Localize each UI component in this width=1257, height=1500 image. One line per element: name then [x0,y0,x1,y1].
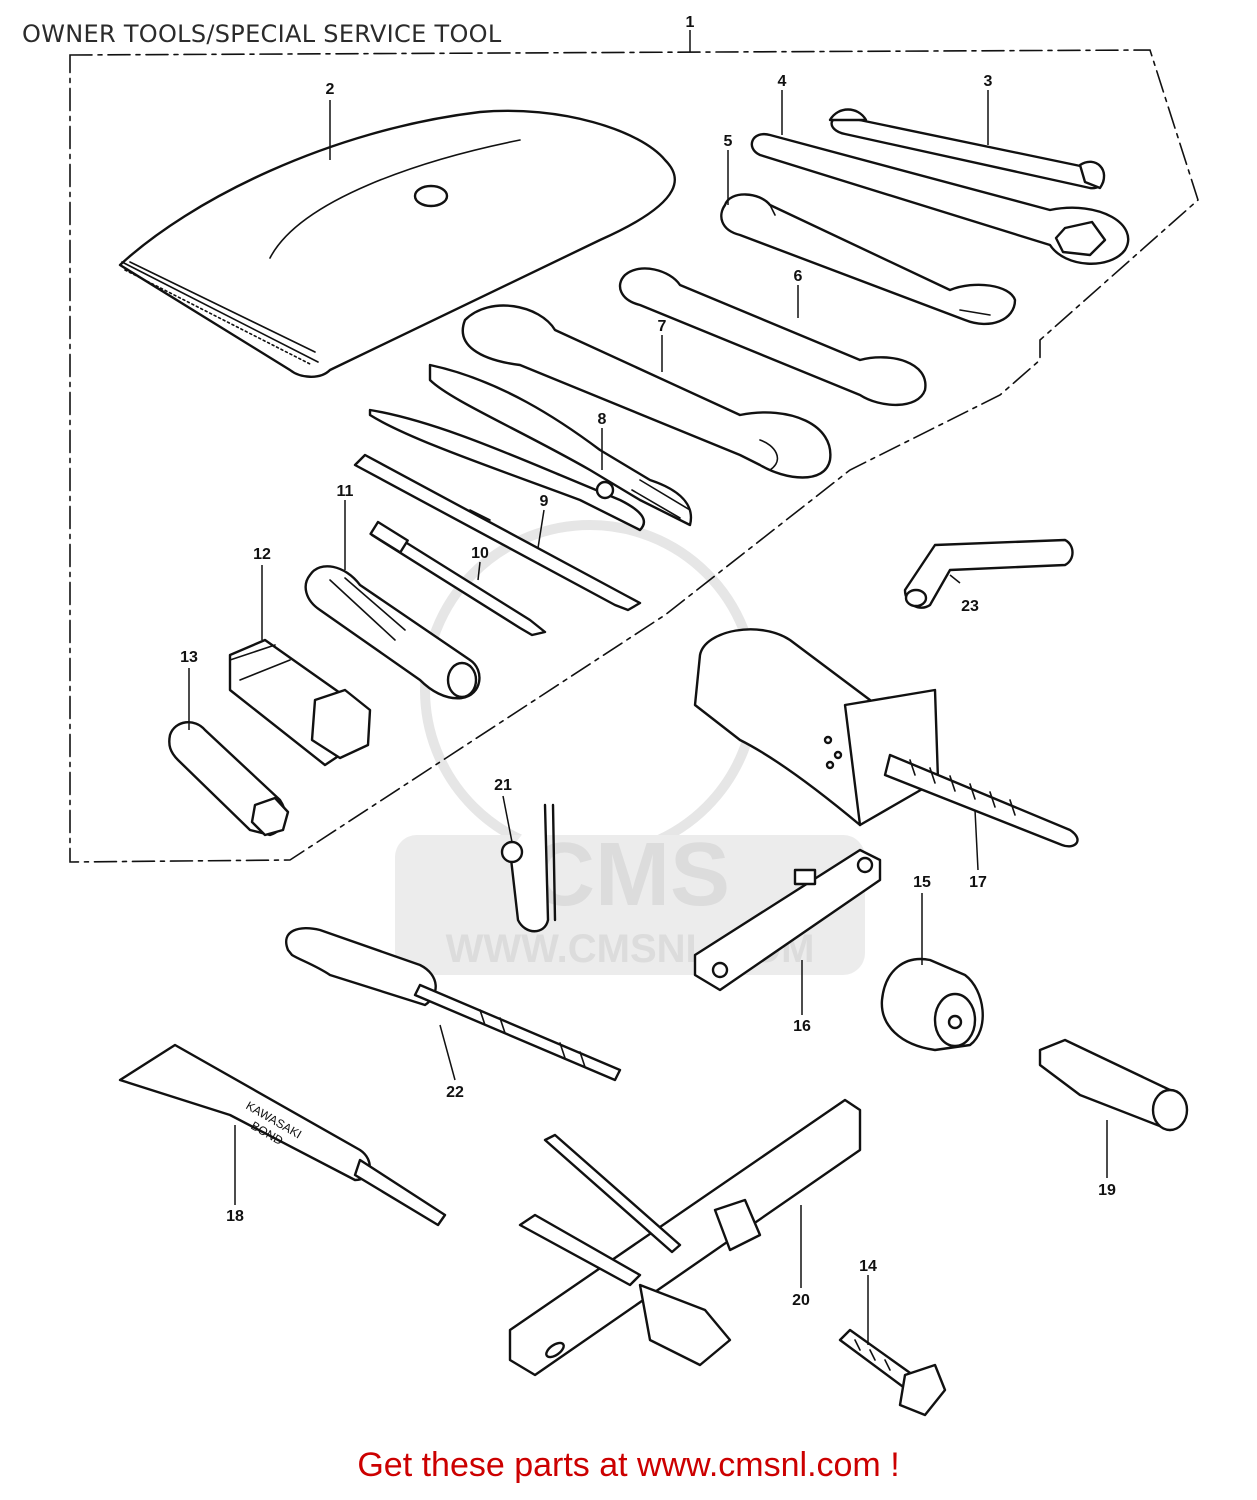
bolt [838,1328,947,1417]
callout-15: 15 [913,874,931,891]
wrench-small [828,108,1106,190]
callout-10: 10 [471,545,489,562]
bent-pipe [500,803,557,933]
holder-plate [693,848,882,992]
promo-footer-link[interactable]: Get these parts at www.cmsnl.com ! [357,1446,900,1484]
callout-1: 1 [686,14,695,31]
wrench-hex [750,132,1130,265]
watermark-brand: CMS [530,825,730,925]
callout-11: 11 [337,483,354,500]
wrench-6 [618,267,927,407]
wrench-large [461,304,832,479]
callout-18: 18 [226,1208,244,1225]
callout-labels: 1 2 3 4 5 6 7 8 9 10 11 12 13 14 15 16 1… [180,14,1116,1309]
hook-tool [285,927,622,1082]
bar-tool [508,1098,862,1377]
bushing [880,957,984,1052]
tube-wrench [168,721,290,837]
callout-23: 23 [961,598,979,615]
screwdriver-short [369,520,547,637]
wrench-double-open-5 [720,193,1017,326]
callout-19: 19 [1098,1182,1116,1199]
owner-tools-group-outline [69,49,1199,863]
callout-7: 7 [658,318,667,335]
callout-9: 9 [540,493,549,510]
callout-22: 22 [446,1084,464,1101]
screwdriver-long [353,453,642,612]
callout-12: 12 [253,546,271,563]
callout-leaders [188,90,1108,1345]
callout-8: 8 [598,411,607,428]
page-title: OWNER TOOLS/SPECIAL SERVICE TOOL [22,20,502,48]
callout-2: 2 [326,81,335,98]
callout-21: 21 [494,777,512,794]
callout-20: 20 [792,1292,810,1309]
puller-tool [693,628,1079,848]
pliers [368,363,693,532]
callout-3: 3 [984,73,993,90]
callout-17: 17 [969,874,987,891]
tool-bag [118,109,676,378]
callout-16: 16 [793,1018,811,1035]
stud-tool [1038,1038,1189,1132]
screwdriver-handle [304,565,481,700]
callout-5: 5 [724,133,733,150]
callout-14: 14 [859,1258,877,1275]
callout-13: 13 [180,649,198,666]
l-wrench [903,538,1074,609]
kawasaki-bond-tube: KAWASAKI BOND [118,1043,447,1227]
callout-4: 4 [778,73,787,90]
spark-plug-wrench [228,638,372,767]
callout-6: 6 [794,268,803,285]
